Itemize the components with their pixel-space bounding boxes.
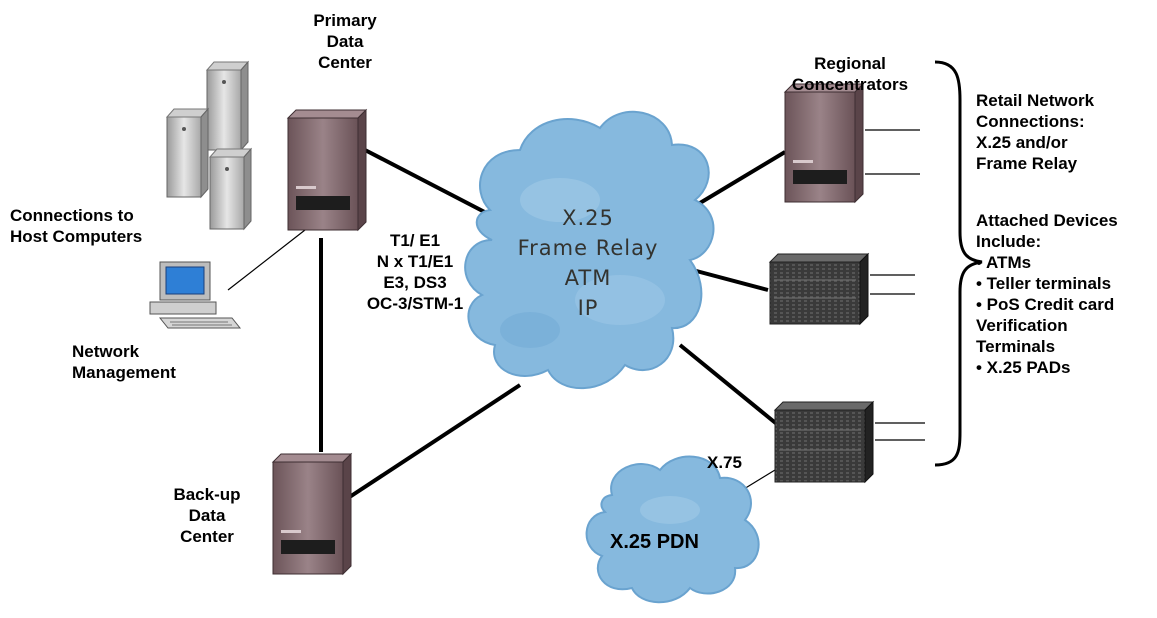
regional-concentrator-tower [783, 82, 865, 204]
host-computers [165, 60, 253, 231]
main-cloud [464, 110, 715, 390]
rack-concentrator-mid [768, 252, 870, 326]
link-cloud-regional-mid [684, 266, 769, 292]
x75-label: X.75 [707, 453, 742, 472]
link-netmgmt-primary [227, 229, 306, 291]
primary-server [286, 108, 368, 232]
link-primary-cloud [364, 148, 501, 222]
link-backup-cloud [343, 383, 522, 502]
rack-concentrator-bottom [773, 400, 875, 484]
network-management-pc [149, 261, 242, 329]
thin-links [227, 129, 925, 523]
link-cloud-regional-bottom [678, 343, 780, 427]
pdn-cloud [585, 455, 760, 604]
x25-pdn-label: X.25 PDN [610, 531, 699, 553]
backup-server [271, 452, 353, 576]
retail-brace [934, 60, 983, 467]
